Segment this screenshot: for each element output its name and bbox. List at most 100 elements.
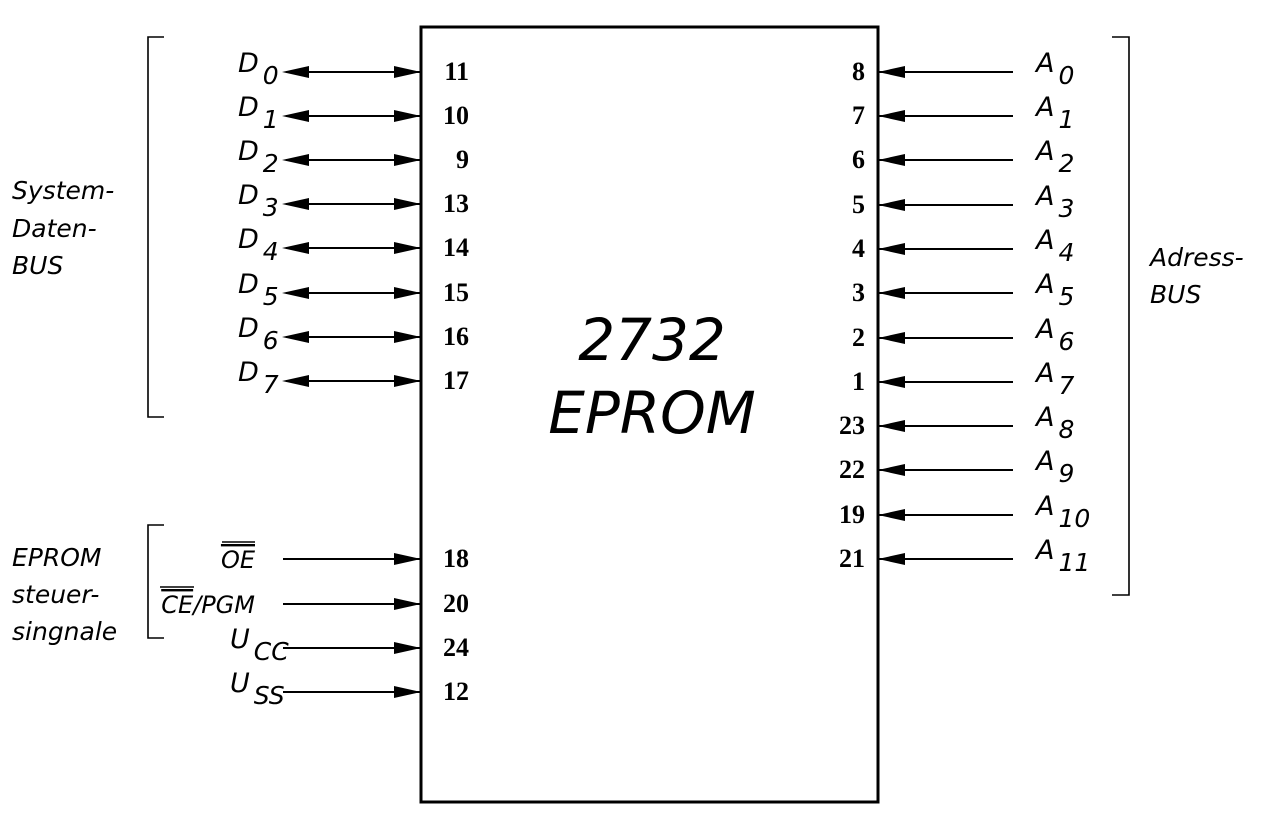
address-signal-8-subscript: 8 bbox=[1058, 415, 1074, 444]
data-arrow-left-6 bbox=[282, 331, 309, 343]
address-signal-1-letter: A bbox=[1034, 92, 1054, 123]
power-signal-0-letter: U bbox=[230, 624, 250, 655]
address-pin-number-11: 21 bbox=[839, 544, 865, 573]
data-arrow-right-1 bbox=[394, 110, 421, 122]
data-pin-number-0: 11 bbox=[444, 57, 469, 86]
power-arrow-0 bbox=[394, 642, 421, 654]
address-arrow-0 bbox=[878, 66, 905, 78]
address-signal-2-subscript: 2 bbox=[1058, 149, 1074, 178]
data-pin-number-4: 14 bbox=[443, 233, 469, 262]
data-signal-2-subscript: 2 bbox=[263, 149, 279, 178]
data-arrow-right-7 bbox=[394, 375, 421, 387]
control-arrow-1 bbox=[394, 598, 421, 610]
address-signal-11-letter: A bbox=[1034, 535, 1054, 566]
control-label-line-1: EPROM bbox=[12, 543, 102, 572]
data-pin-number-5: 15 bbox=[443, 278, 469, 307]
control-pin-number-0: 18 bbox=[443, 544, 469, 573]
address-pin-number-9: 22 bbox=[839, 455, 865, 484]
power-arrow-1 bbox=[394, 686, 421, 698]
data-pin-number-6: 16 bbox=[443, 322, 469, 351]
data-bus-label-line-2: Daten- bbox=[12, 214, 97, 243]
address-signal-6-letter: A bbox=[1034, 314, 1054, 345]
data-pin-number-3: 13 bbox=[443, 189, 469, 218]
address-arrow-7 bbox=[878, 376, 905, 388]
address-signal-0-letter: A bbox=[1034, 48, 1054, 79]
address-arrow-1 bbox=[878, 110, 905, 122]
address-pin-number-6: 2 bbox=[852, 323, 865, 352]
address-signal-5-subscript: 5 bbox=[1058, 282, 1074, 311]
address-bus-label: Adress- BUS bbox=[1148, 243, 1252, 309]
address-signal-6-subscript: 6 bbox=[1058, 327, 1074, 356]
address-arrow-3 bbox=[878, 199, 905, 211]
data-signal-0-letter: D bbox=[238, 48, 259, 79]
data-arrow-right-3 bbox=[394, 198, 421, 210]
address-arrow-6 bbox=[878, 332, 905, 344]
data-arrow-left-7 bbox=[282, 375, 309, 387]
data-signal-5-letter: D bbox=[238, 269, 259, 300]
address-signal-7-subscript: 7 bbox=[1058, 371, 1074, 400]
data-signal-4-subscript: 4 bbox=[263, 237, 279, 266]
address-pin-number-4: 4 bbox=[852, 234, 865, 263]
address-arrow-2 bbox=[878, 154, 905, 166]
address-bus-label-line-2: BUS bbox=[1150, 280, 1201, 309]
chip-body bbox=[419, 25, 880, 804]
data-signal-7-subscript: 7 bbox=[263, 370, 279, 399]
control-signal-1-rest: /PGM bbox=[191, 591, 255, 619]
power-signal-1-letter: U bbox=[230, 668, 250, 699]
address-signal-11-subscript: 11 bbox=[1058, 548, 1090, 577]
data-signal-1-subscript: 1 bbox=[263, 105, 279, 134]
control-signal-1-inverted: CE bbox=[161, 591, 194, 619]
data-signal-3-letter: D bbox=[238, 180, 259, 211]
data-pin-number-7: 17 bbox=[443, 366, 469, 395]
address-pin-number-3: 5 bbox=[852, 190, 865, 219]
data-arrow-right-6 bbox=[394, 331, 421, 343]
control-label: EPROM steuer- singnale bbox=[12, 543, 117, 646]
address-signal-10-letter: A bbox=[1034, 491, 1054, 522]
address-signal-8-letter: A bbox=[1034, 402, 1054, 433]
address-arrow-10 bbox=[878, 509, 905, 521]
data-arrow-left-2 bbox=[282, 154, 309, 166]
data-signal-2-letter: D bbox=[238, 136, 259, 167]
control-signal-0-inverted: OE bbox=[221, 546, 256, 574]
control-label-line-3: singnale bbox=[12, 617, 117, 646]
power-pin-number-0: 24 bbox=[443, 633, 469, 662]
data-signal-6-subscript: 6 bbox=[263, 326, 279, 355]
control-signal-1: CE/PGM bbox=[161, 591, 255, 619]
power-signal-0-subscript: CC bbox=[254, 637, 289, 666]
control-label-line-2: steuer- bbox=[12, 580, 99, 609]
address-pin-number-0: 8 bbox=[852, 57, 865, 86]
data-arrow-left-0 bbox=[282, 66, 309, 78]
data-bus-label: System- Daten- BUS bbox=[12, 176, 122, 280]
address-signal-4-subscript: 4 bbox=[1058, 238, 1074, 267]
address-pin-number-10: 19 bbox=[839, 500, 865, 529]
address-bus-label-line-1: Adress- bbox=[1148, 243, 1244, 272]
address-signal-2-letter: A bbox=[1034, 136, 1054, 167]
power-signal-1-subscript: SS bbox=[254, 681, 285, 710]
control-bracket bbox=[147, 524, 164, 639]
address-arrow-9 bbox=[878, 464, 905, 476]
data-pin-number-1: 10 bbox=[443, 101, 469, 130]
address-signal-9-letter: A bbox=[1034, 446, 1054, 477]
data-arrow-right-0 bbox=[394, 66, 421, 78]
